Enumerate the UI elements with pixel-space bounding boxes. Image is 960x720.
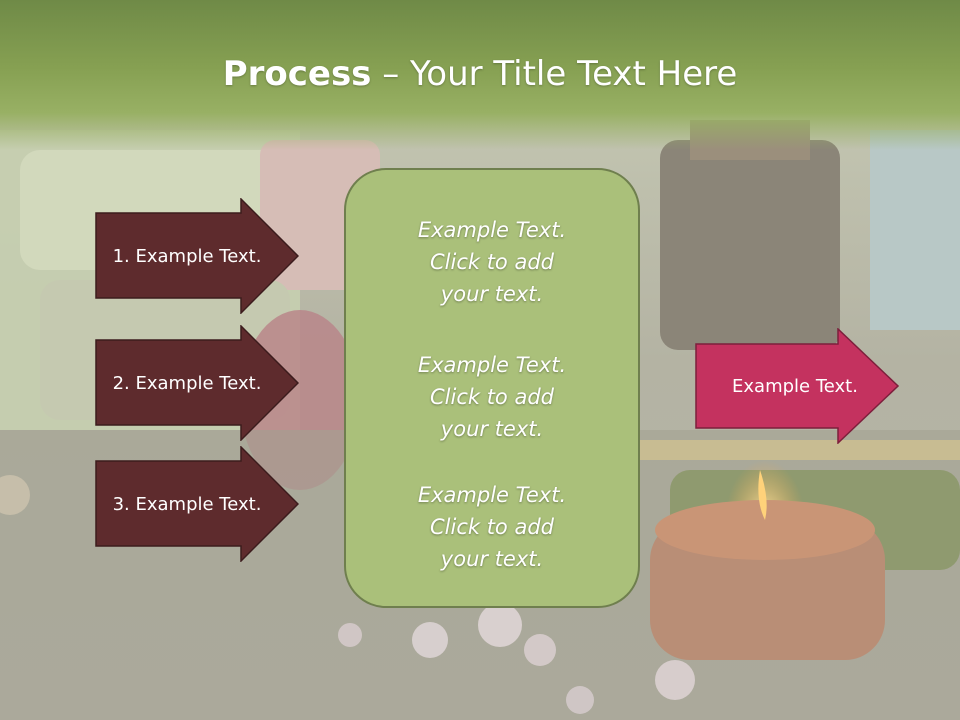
center-text-2[interactable]: Example Text. Click to add your text. xyxy=(417,353,567,441)
step-arrow-1-label: 1. Example Text. xyxy=(112,245,262,267)
step-arrow-2[interactable]: 2. Example Text. xyxy=(95,325,299,441)
slide-title-bold: Process xyxy=(222,54,372,94)
step-arrow-1[interactable]: 1. Example Text. xyxy=(95,198,299,314)
step-arrow-1-shape xyxy=(95,198,299,314)
output-arrow-label: Example Text. xyxy=(732,375,858,397)
center-process-box[interactable]: Example Text. Click to add your text. Ex… xyxy=(344,168,640,608)
step-arrow-2-shape xyxy=(95,325,299,441)
slide-title-rest: – Your Title Text Here xyxy=(371,54,738,94)
center-text-3[interactable]: Example Text. Click to add your text. xyxy=(417,483,567,571)
step-arrow-3[interactable]: 3. Example Text. xyxy=(95,446,299,562)
output-arrow[interactable]: Example Text. xyxy=(695,328,899,444)
step-arrow-2-label: 2. Example Text. xyxy=(112,372,262,394)
step-arrow-3-label: 3. Example Text. xyxy=(112,493,262,515)
center-text-1[interactable]: Example Text. Click to add your text. xyxy=(417,218,567,306)
title-band xyxy=(0,0,960,150)
slide-title[interactable]: Process – Your Title Text Here xyxy=(0,52,960,96)
output-arrow-shape xyxy=(695,328,899,444)
step-arrow-3-shape xyxy=(95,446,299,562)
